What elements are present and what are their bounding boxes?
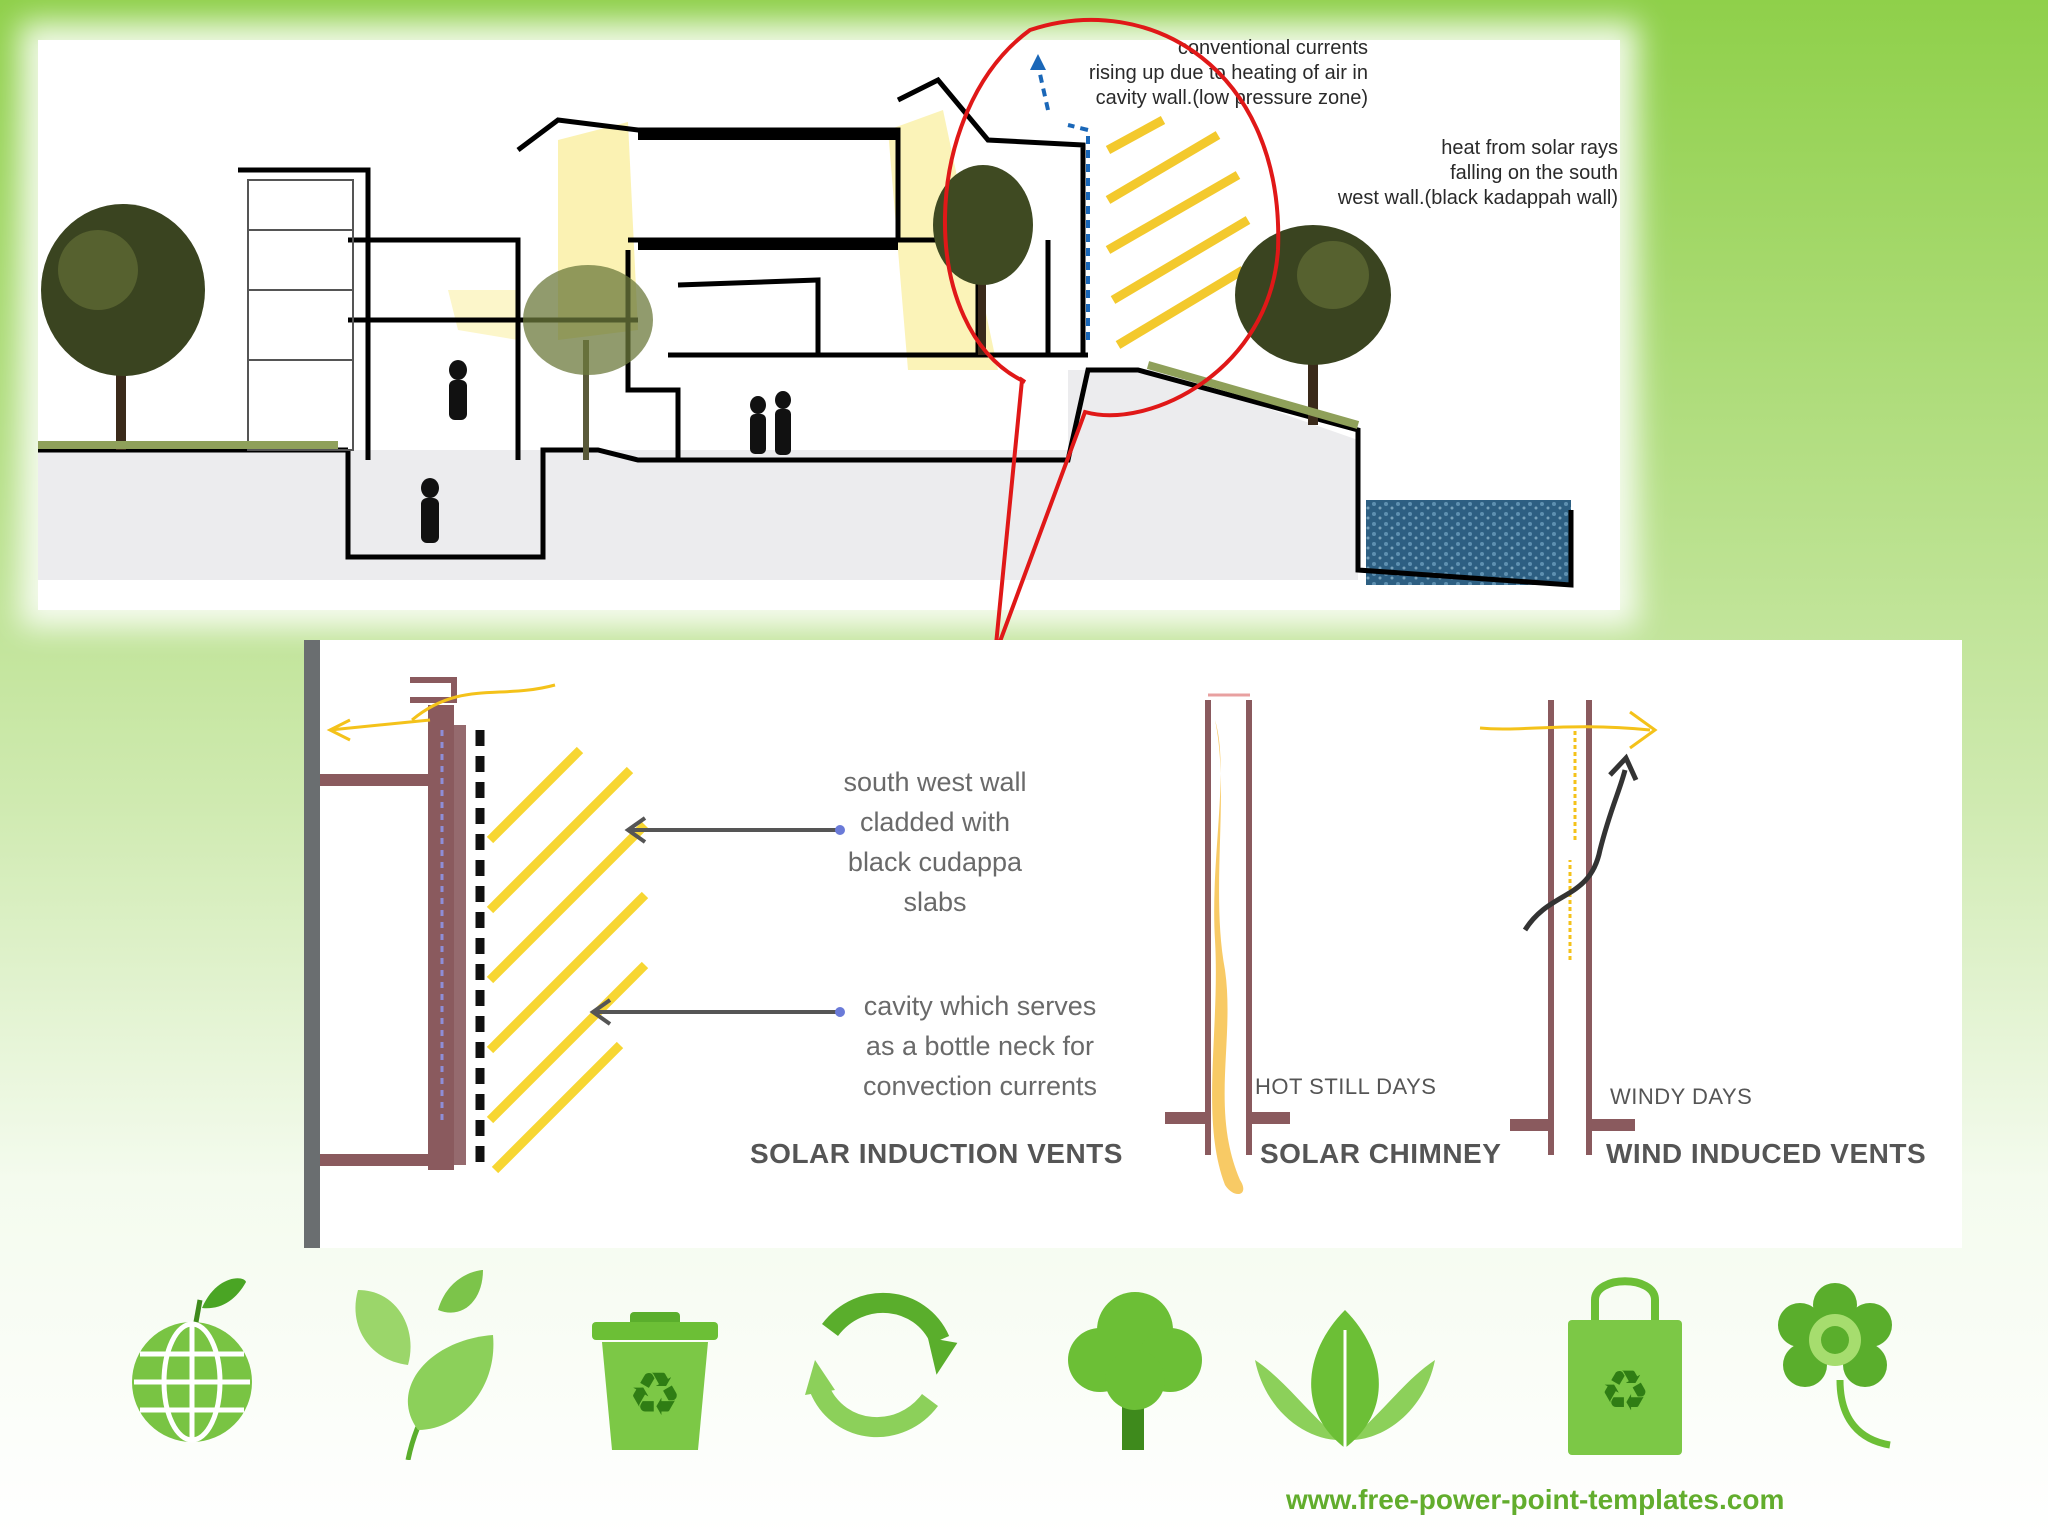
solar-induction-wall [320,677,556,1170]
tree-middle [523,265,653,460]
tree-icon [1068,1292,1202,1450]
recycle-bin-icon: ♻ [592,1312,718,1450]
solar-heat-annotation: heat from solar rays falling on the sout… [1337,137,1618,209]
svg-text:♻: ♻ [628,1360,682,1430]
wind-induced-vent [1479,700,1658,1155]
svg-text:♻: ♻ [1600,1359,1650,1424]
cavity-label: cavity which serves as a bottle neck for… [862,991,1098,1101]
solar-chimney [1165,693,1290,1195]
globe-apple-icon [132,1278,252,1443]
eco-icon-row: ♻ ♻ [0,1270,2048,1470]
tree-left [41,204,205,450]
convection-annotation: conventional currents rising up due to h… [1088,37,1368,109]
caption-wind-induced-vents: WIND INDUCED VENTS [1606,1138,1927,1169]
callout-pointer [943,17,1281,656]
ventilation-detail-panel: south west wall cladded with black cudap… [304,640,1962,1248]
building-section-drawing: conventional currents rising up due to h… [38,37,1620,610]
solar-rays [486,746,649,1174]
tree-courtyard [933,165,1033,355]
ventilation-detail-svg [320,677,1658,1195]
building-section-svg [38,54,1574,588]
condition-windy-days: WINDY DAYS [1610,1084,1753,1109]
recycle-bag-icon: ♻ [1568,1277,1682,1455]
caption-solar-chimney: SOLAR CHIMNEY [1260,1138,1502,1169]
leaf-icon [1255,1310,1435,1448]
wall-cladding-label: south west wall cladded with black cudap… [843,767,1027,917]
condition-hot-still-days: HOT STILL DAYS [1255,1074,1437,1099]
flower-icon [1778,1283,1892,1449]
footer-url[interactable]: www.free-power-point-templates.com [1286,1484,1785,1515]
tree-right [1235,225,1391,425]
caption-solar-induction-vents: SOLAR INDUCTION VENTS [750,1138,1123,1169]
callout-ellipse [943,17,1281,656]
leaves-icon [355,1270,494,1460]
recycle-arrows-icon [805,1292,958,1438]
